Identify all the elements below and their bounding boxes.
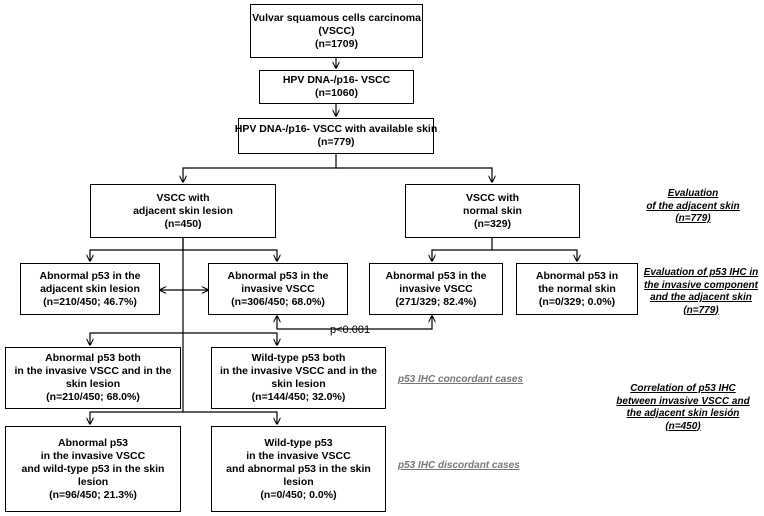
arrow-to-wt-invasive-abn-skin: [183, 411, 277, 424]
note-eval-p53: Evaluation of p53 IHC in the invasive co…: [640, 267, 762, 317]
box-line: HPV DNA-/p16- VSCC with available skin: [234, 123, 438, 135]
arrow-to-abn-invasive-normal: [432, 238, 493, 261]
pvalue-bracket: [277, 316, 432, 330]
box-line: Abnormal p53 both: [45, 352, 141, 364]
note-line: the adjacent skin lesión: [626, 408, 740, 419]
box-line: (n=0/450; 0.0%): [260, 488, 337, 501]
box-line: in the invasive VSCC: [246, 449, 351, 462]
box-line: Abnormal p53 in the: [385, 269, 487, 282]
box-line: lesion: [77, 475, 109, 488]
note-line: p53 IHC concordant cases: [398, 374, 524, 385]
box-line: (n=1060): [315, 87, 358, 99]
arrow-to-abn-invasive-wt-skin: [90, 411, 183, 424]
box-adjacent-lesion: VSCC with adjacent skin lesion (n=450): [90, 184, 276, 238]
note-line: between invasive VSCC and: [616, 395, 750, 407]
box-line: in the invasive VSCC and in the: [14, 365, 172, 377]
box-line: adjacent skin lesion: [133, 204, 233, 217]
box-line: (n=306/450; 68.0%): [231, 295, 325, 308]
box-line: the normal skin: [538, 282, 616, 295]
box-line: and abnormal p53 in the skin: [226, 462, 371, 475]
note-line: Evaluation: [667, 188, 719, 199]
note-line: (n=779): [683, 304, 719, 316]
box-abn-adjacent: Abnormal p53 in the adjacent skin lesion…: [20, 263, 160, 315]
note-line: and the adjacent skin: [650, 292, 752, 303]
box-line: VSCC with: [156, 191, 210, 204]
box-line: normal skin: [463, 204, 522, 217]
box-line: Wild-type p53: [264, 436, 333, 449]
box-line: skin lesion: [271, 378, 326, 390]
box-hpv-neg: HPV DNA-/p16- VSCC (n=1060): [259, 70, 414, 104]
box-line: Abnormal p53: [57, 436, 128, 449]
note-line: (n=450): [665, 420, 701, 432]
box-line: (n=779): [317, 136, 355, 148]
box-line: (271/329; 82.4%): [395, 295, 477, 308]
note-line: Evaluation of p53 IHC in: [643, 267, 759, 278]
box-line: Vulvar squamous cells carcinoma: [252, 11, 421, 24]
note-correlation: Correlation of p53 IHC between invasive …: [604, 383, 762, 433]
box-line: and wild-type p53 in the skin: [21, 462, 165, 475]
box-line: invasive VSCC: [241, 282, 315, 295]
box-line: (n=96/450; 21.3%): [49, 488, 137, 501]
box-line: in the invasive VSCC and in the: [220, 365, 377, 377]
arrow-to-wt-both: [183, 332, 277, 345]
arrow-to-abn-both: [90, 332, 183, 345]
note-concordant: p53 IHC concordant cases: [398, 374, 523, 387]
box-hpv-neg-skin: HPV DNA-/p16- VSCC with available skin (…: [234, 118, 438, 154]
note-line: Correlation of p53 IHC: [630, 383, 736, 394]
box-line: HPV DNA-/p16- VSCC: [282, 74, 391, 86]
box-line: (n=210/450; 68.0%): [46, 391, 140, 403]
box-abn-invasive-normal: Abnormal p53 in the invasive VSCC (271/3…: [369, 263, 503, 315]
arrow-to-abn-adjacent: [90, 238, 184, 261]
note-discordant: p53 IHC discordant cases: [398, 460, 520, 473]
box-line: skin lesion: [65, 378, 121, 390]
box-line: (n=210/450; 46.7%): [43, 295, 137, 308]
box-line: Abnormal p53 in the: [39, 269, 141, 282]
box-line: in the invasive VSCC: [40, 449, 146, 462]
arrow-to-abn-invasive-lesion: [183, 249, 277, 261]
box-normal-skin: VSCC with normal skin (n=329): [405, 184, 580, 238]
arrow-to-abn-normal-skin: [492, 249, 577, 261]
box-wt-invasive-abn-skin: Wild-type p53 in the invasive VSCC and a…: [211, 426, 386, 512]
box-line: (n=0/329; 0.0%): [538, 295, 616, 308]
arrow-to-normal-skin: [336, 167, 492, 182]
box-line: VSCC with: [465, 191, 520, 204]
note-line: of the adjacent skin: [646, 200, 740, 212]
box-line: Abnormal p53 in the: [227, 269, 329, 282]
box-line: lesion: [283, 475, 314, 488]
box-line: (VSCC): [318, 24, 355, 37]
box-line: (n=329): [473, 217, 512, 230]
note-line: the invasive component: [644, 279, 758, 291]
box-line: Abnormal p53 in: [535, 269, 619, 282]
pvalue-label: p<0.001: [330, 324, 371, 336]
arrow-to-adjacent-lesion: [183, 154, 337, 182]
box-wt-both: Wild-type p53 both in the invasive VSCC …: [211, 347, 386, 409]
box-line: (n=450): [164, 217, 202, 230]
note-line: p53 IHC discordant cases: [398, 460, 520, 471]
box-line: (n=1709): [315, 37, 358, 50]
box-abn-invasive-lesion: Abnormal p53 in the invasive VSCC (n=306…: [208, 263, 348, 315]
box-line: adjacent skin lesion: [40, 282, 140, 295]
box-abn-invasive-wt-skin: Abnormal p53 in the invasive VSCC and wi…: [5, 426, 181, 512]
box-abn-normal-skin: Abnormal p53 in the normal skin (n=0/329…: [516, 263, 638, 315]
box-line: Wild-type p53 both: [251, 352, 346, 364]
note-eval-adjacent: Evaluation of the adjacent skin (n=779): [626, 188, 760, 226]
note-line: (n=779): [675, 213, 711, 224]
box-line: (n=144/450; 32.0%): [251, 391, 346, 403]
box-vscc-total: Vulvar squamous cells carcinoma (VSCC) (…: [250, 4, 423, 58]
box-abn-both: Abnormal p53 both in the invasive VSCC a…: [5, 347, 181, 409]
box-line: invasive VSCC: [399, 282, 473, 295]
